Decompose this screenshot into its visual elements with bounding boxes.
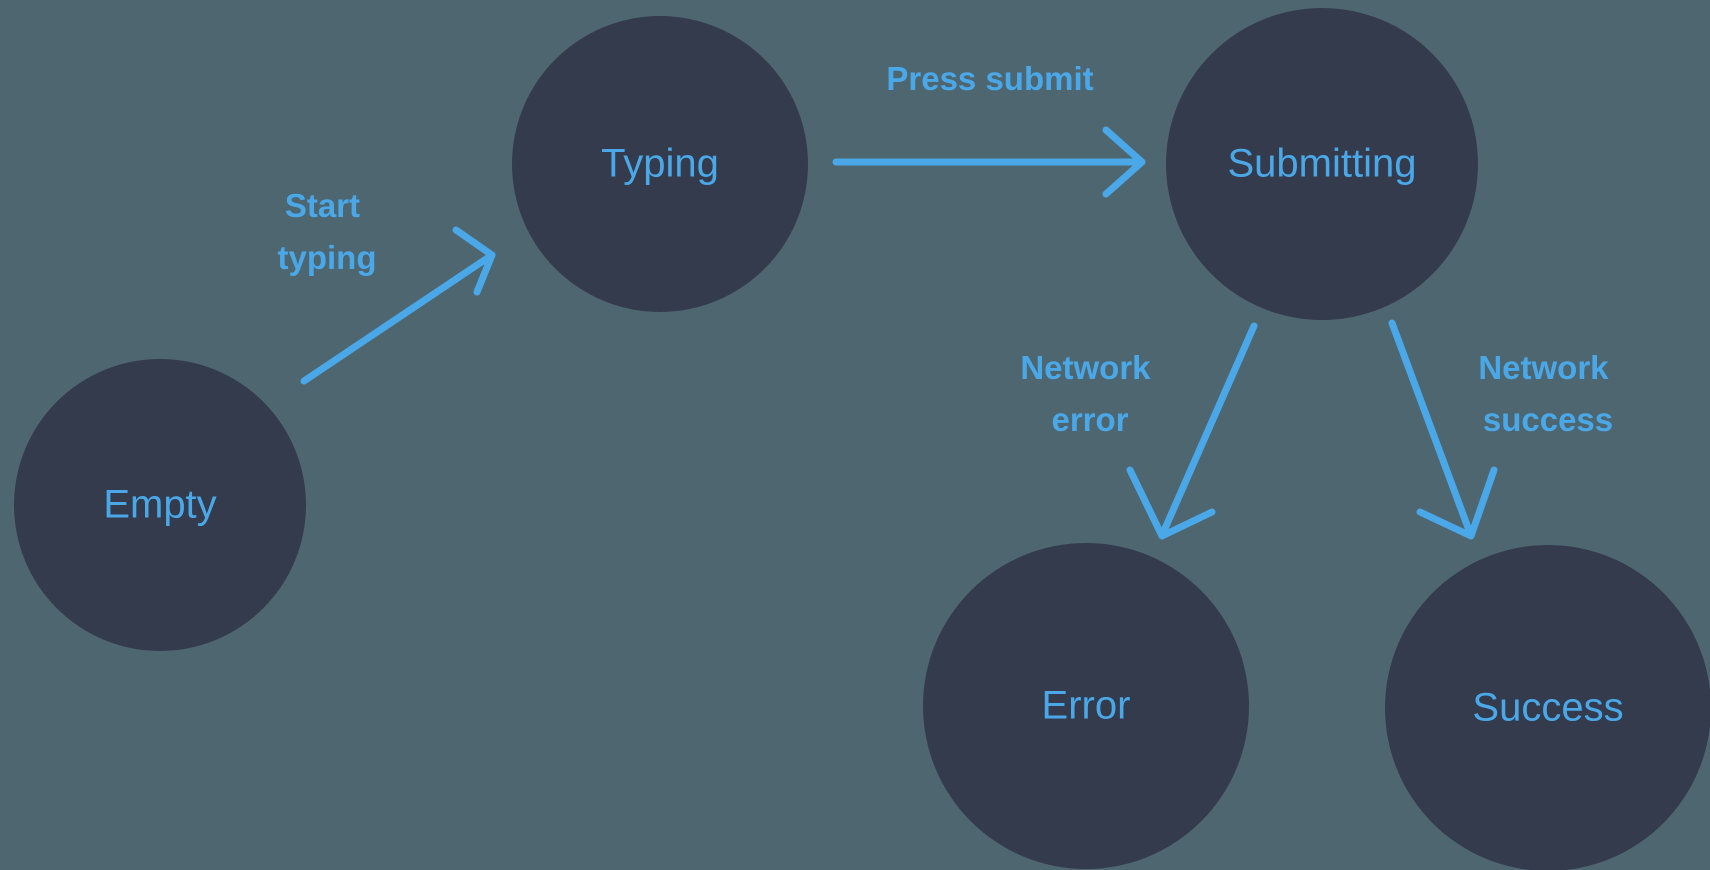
state-node-typing[interactable]: Typing — [512, 16, 808, 312]
transition-label-network-error: Network error — [1020, 349, 1159, 438]
transition-line — [1388, 319, 1474, 537]
transition-line — [1159, 322, 1258, 537]
transition-label-start-typing: Start typing — [278, 187, 377, 276]
transition-line — [300, 251, 496, 385]
transition-label-line: success — [1483, 401, 1613, 438]
transition-label-press-submit: Press submit — [886, 60, 1093, 97]
state-node-error[interactable]: Error — [923, 543, 1249, 869]
state-node-shape — [1385, 545, 1710, 870]
transition-label-line: Network — [1020, 349, 1151, 386]
state-node-success[interactable]: Success — [1385, 545, 1710, 870]
state-node-label: Empty — [103, 483, 216, 527]
arrowhead-icon — [1102, 126, 1146, 198]
transition-label-line: Press submit — [886, 60, 1093, 97]
transition-network-error[interactable]: Network error — [1020, 322, 1258, 540]
transition-label-line: Network — [1478, 349, 1609, 386]
arrowhead-icon — [1416, 466, 1498, 540]
transition-network-success[interactable]: Network success — [1388, 319, 1618, 540]
state-node-shape — [14, 359, 306, 651]
state-node-label: Typing — [601, 142, 719, 186]
state-node-label: Submitting — [1228, 142, 1417, 186]
transition-label-line: Start — [285, 187, 360, 224]
transition-label-network-success: Network success — [1478, 349, 1617, 438]
state-node-label: Success — [1472, 686, 1623, 730]
state-node-shape — [923, 543, 1249, 869]
state-node-submitting[interactable]: Submitting — [1166, 8, 1478, 320]
state-node-label: Error — [1042, 684, 1131, 728]
state-node-empty[interactable]: Empty — [14, 359, 306, 651]
state-node-shape — [512, 16, 808, 312]
transition-label-line: typing — [278, 239, 377, 276]
transition-press-submit[interactable]: Press submit — [832, 60, 1146, 198]
arrowhead-icon — [1126, 466, 1216, 540]
state-node-shape — [1166, 8, 1478, 320]
transition-start-typing[interactable]: Start typing — [278, 187, 496, 385]
arrowhead-icon — [452, 226, 496, 296]
transition-label-line: error — [1051, 401, 1128, 438]
